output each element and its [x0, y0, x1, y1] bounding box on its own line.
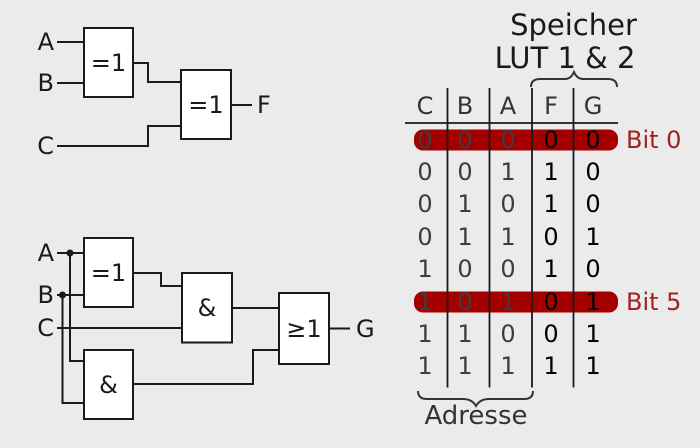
- table-cell: 1: [500, 158, 516, 186]
- top-input-c-label: C: [37, 132, 54, 160]
- bit5-annotation: Bit 5: [626, 288, 682, 316]
- table-cell: 0: [457, 255, 473, 283]
- table-cell: 1: [543, 352, 559, 380]
- table-cell: 0: [457, 288, 473, 316]
- table-cell: 1: [585, 223, 601, 251]
- table-cell: 0: [457, 158, 473, 186]
- table-cell: 0: [500, 190, 516, 218]
- wire-a2-branch: [69, 253, 84, 362]
- xor2-gate-box: [180, 69, 232, 140]
- bottom-input-b-label: B: [37, 281, 54, 309]
- table-cell: 1: [457, 190, 473, 218]
- table-cell: 1: [585, 288, 601, 316]
- table-header-b: B: [456, 92, 474, 120]
- highlight-band-bit0: [414, 129, 618, 151]
- table-header-f: F: [544, 92, 558, 120]
- gate-boxes: [83, 27, 330, 420]
- bottom-output-g-label: G: [356, 315, 375, 343]
- table-cell: 0: [457, 126, 473, 154]
- bottom-input-a-label: A: [37, 239, 54, 267]
- highlight-band-bit5: [414, 291, 618, 313]
- junction-dot-a: [66, 249, 74, 257]
- table-cell: 1: [417, 352, 433, 380]
- bottom-input-c-label: C: [37, 314, 54, 342]
- table-title-speicher: Speicher: [510, 8, 637, 42]
- table-cell: 1: [457, 352, 473, 380]
- top-input-b-label: B: [37, 69, 54, 97]
- xor2-gate-label: =1: [188, 91, 224, 119]
- table-cell: 0: [543, 126, 559, 154]
- table-cell: 1: [500, 352, 516, 380]
- or-gate-label: ≥1: [286, 315, 322, 343]
- table-cell: 0: [585, 158, 601, 186]
- wire-b2-branch: [61, 295, 84, 404]
- adresse-underbrace: [417, 390, 534, 409]
- table-title-lut: LUT 1 & 2: [494, 41, 636, 75]
- table-cell: 0: [417, 190, 433, 218]
- table-cell: 0: [417, 126, 433, 154]
- table-cell: 0: [585, 255, 601, 283]
- table-cell: 1: [585, 352, 601, 380]
- table-cell: 1: [417, 255, 433, 283]
- table-cell: 0: [585, 126, 601, 154]
- table-header-c: C: [416, 92, 434, 120]
- table-header-g: G: [583, 92, 603, 120]
- table-cell: 1: [500, 223, 516, 251]
- junction-dot-b: [59, 291, 66, 299]
- bottom-circuit-wires: [57, 252, 350, 404]
- table-cell: 1: [543, 255, 559, 283]
- wire-xor-out: [133, 272, 182, 287]
- and-top-gate-box: [181, 272, 233, 344]
- top-output-f-label: F: [257, 91, 271, 119]
- table-cell: 0: [543, 288, 559, 316]
- xor1-gate-box: [83, 27, 134, 98]
- and-bottom-gate-box: [83, 349, 134, 420]
- table-header-a: A: [499, 92, 517, 120]
- table-cell: 0: [500, 320, 516, 348]
- table-cell: 1: [457, 223, 473, 251]
- and-top-gate-label: &: [197, 294, 217, 322]
- table-cell: 0: [417, 223, 433, 251]
- table-cell: 0: [543, 320, 559, 348]
- table-cell: 1: [543, 158, 559, 186]
- table-cell: 1: [585, 320, 601, 348]
- wire-and-bottom-out: [133, 349, 279, 385]
- table-cell: 0: [543, 223, 559, 251]
- table-cell: 0: [585, 190, 601, 218]
- xor-gate-box: [83, 237, 134, 308]
- table-cell: 1: [500, 288, 516, 316]
- lut-overbrace: [530, 69, 618, 88]
- table-cell: 1: [543, 190, 559, 218]
- xor1-gate-label: =1: [90, 49, 127, 77]
- bit0-annotation: Bit 0: [626, 126, 682, 154]
- table-cell: 0: [500, 255, 516, 283]
- wire-xor1-out: [133, 62, 181, 83]
- top-circuit-wires: [57, 41, 252, 147]
- table-cell: 1: [417, 288, 433, 316]
- top-input-a-label: A: [37, 28, 54, 56]
- or-gate-box: [278, 292, 330, 365]
- table-cell: 1: [417, 320, 433, 348]
- wire-c1: [57, 125, 181, 147]
- table-cell: 0: [417, 158, 433, 186]
- xor-gate-label: =1: [90, 259, 127, 287]
- table-cell: 0: [500, 126, 516, 154]
- and-bottom-gate-label: &: [99, 371, 118, 399]
- adresse-label: Adresse: [424, 401, 528, 431]
- table-cell: 1: [457, 320, 473, 348]
- table-lines: [405, 88, 618, 388]
